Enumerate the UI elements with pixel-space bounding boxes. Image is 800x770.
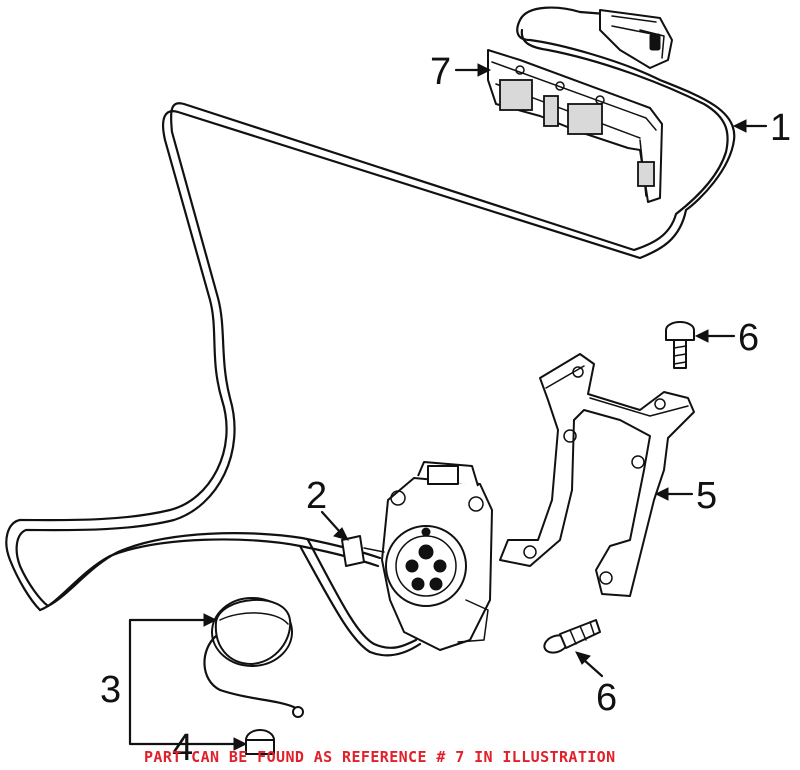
charge-cap-part-3 <box>203 597 304 755</box>
callout-3: 3 <box>100 669 121 711</box>
harness-connector <box>599 9 673 69</box>
callout-labels: 1 2 3 4 5 6 6 7 <box>100 51 791 769</box>
bracket-part-7 <box>487 49 663 203</box>
bolt-part-6-upper <box>665 321 695 369</box>
callout-6-lower: 6 <box>596 677 617 719</box>
callout-2: 2 <box>306 475 327 517</box>
charging-socket-part-2 <box>341 461 493 651</box>
callout-6-upper: 6 <box>738 317 759 359</box>
leader-lines <box>128 63 768 751</box>
callout-1: 1 <box>770 107 791 149</box>
callout-4: 4 <box>172 727 193 769</box>
reference-note: PART CAN BE FOUND AS REFERENCE # 7 IN IL… <box>144 748 616 766</box>
cable-harness <box>5 6 736 657</box>
plug-part-4 <box>245 729 275 755</box>
support-frame-part-5 <box>499 353 695 597</box>
callout-5: 5 <box>696 475 717 517</box>
bolt-part-6-lower <box>543 619 601 654</box>
callout-7: 7 <box>430 51 451 93</box>
